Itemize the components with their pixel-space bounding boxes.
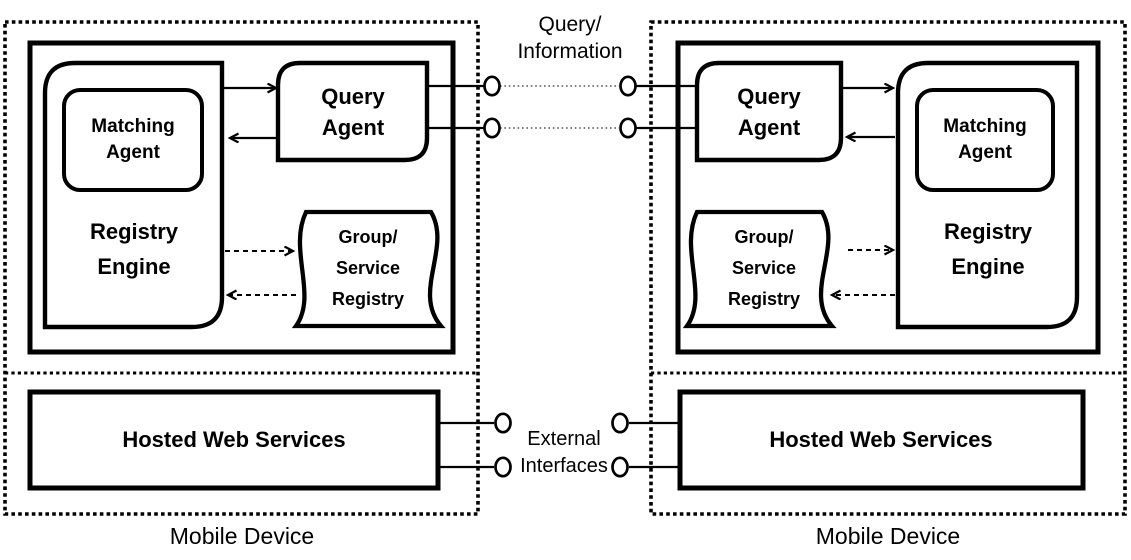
right-matching-agent-box (915, 88, 1055, 192)
left-query-agent-label: Query Agent (321, 84, 385, 140)
right-hosted-web-services-box (677, 389, 1086, 491)
right-registry-engine-label: Registry Engine (943, 219, 1033, 279)
left-registry-engine-label: Registry Engine (89, 219, 179, 279)
external-interfaces-label: External Interfaces (520, 428, 608, 477)
left-group-service-registry-label: Group/ Service Registry (331, 227, 405, 309)
left-query-agent-box (275, 60, 430, 163)
left-mobile-device-caption: Mobile Device (169, 523, 315, 549)
left-matching-agent-label: Matching Agent (91, 116, 175, 163)
interface-socket-circle (483, 75, 501, 97)
interface-socket-circle (611, 456, 629, 478)
right-hosted-web-services-label: Hosted Web Services (769, 427, 993, 452)
interface-socket-circle (483, 117, 501, 139)
interface-socket-circle (619, 75, 637, 97)
right-query-agent-box (694, 60, 844, 163)
right-query-agent-label: Query Agent (737, 84, 801, 140)
interface-socket-circle (494, 456, 512, 478)
left-matching-agent-box (62, 88, 204, 192)
left-hosted-web-services-box (27, 389, 441, 491)
interface-socket-circle (619, 117, 637, 139)
right-mobile-device-caption: Mobile Device (815, 523, 961, 549)
right-matching-agent-label: Matching Agent (943, 116, 1027, 163)
left-group-service-registry-shape (291, 209, 446, 329)
interface-socket-circle (494, 412, 512, 434)
left-hosted-web-services-label: Hosted Web Services (122, 427, 346, 452)
query-information-label: Query/ Information (517, 13, 623, 63)
interface-socket-circle (611, 412, 629, 434)
right-group-service-registry-shape (682, 209, 837, 329)
right-group-service-registry-label: Group/ Service Registry (727, 227, 801, 309)
